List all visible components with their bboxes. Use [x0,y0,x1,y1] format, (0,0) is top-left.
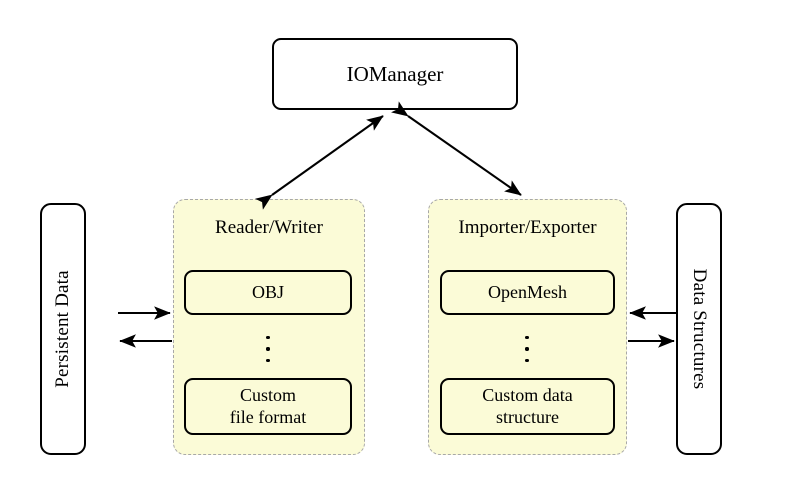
item-custom-data-structure-label-line1: Custom data [482,384,573,405]
connector-iomanager-importerexporter [391,101,522,196]
item-openmesh[interactable]: OpenMesh [440,270,615,315]
node-persistent-data[interactable]: Persistent Data [40,203,86,455]
node-data-structures[interactable]: Data Structures [676,203,722,455]
group-reader-writer-title: Reader/Writer [215,217,323,238]
node-persistent-data-label: Persistent Data [52,270,73,388]
item-openmesh-label: OpenMesh [488,281,567,302]
node-iomanager[interactable]: IOManager [272,38,518,110]
item-obj-label: OBJ [251,281,284,302]
ellipsis-importer-exporter [522,336,532,362]
connector-iomanager-readerwriter [255,115,384,210]
item-obj[interactable]: OBJ [184,270,352,315]
node-data-structures-label: Data Structures [689,268,710,390]
item-custom-data-structure-label-line2: structure [496,406,559,427]
ellipsis-reader-writer [263,336,273,362]
item-custom-file-format[interactable]: Custom file format [184,378,352,435]
group-importer-exporter-title: Importer/Exporter [458,217,597,238]
node-iomanager-label: IOManager [346,61,444,86]
item-custom-file-format-label-line1: Custom [239,384,296,405]
item-custom-data-structure[interactable]: Custom data structure [440,378,615,435]
item-custom-file-format-label-line2: file format [229,406,307,427]
